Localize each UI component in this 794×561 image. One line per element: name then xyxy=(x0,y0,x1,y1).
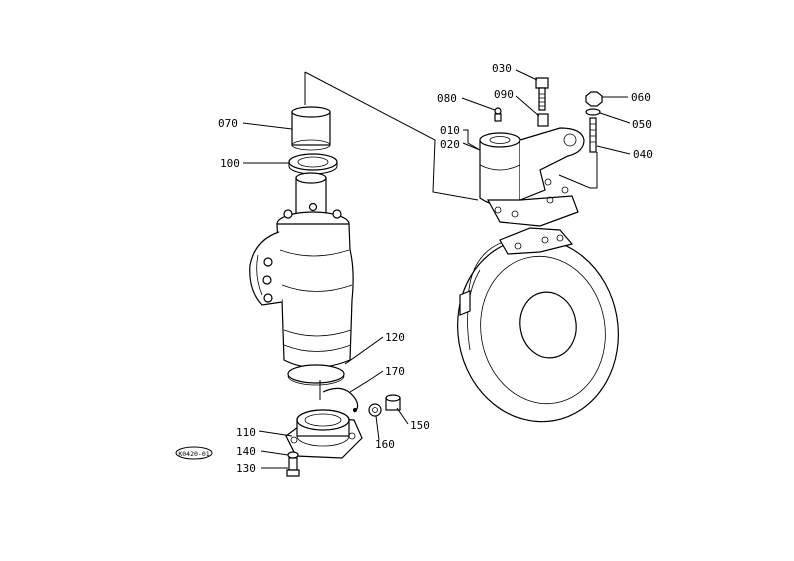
part-090-bushing xyxy=(537,113,549,127)
callout-060: 060 xyxy=(631,91,651,104)
callout-090: 090 xyxy=(494,88,514,101)
callout-160: 160 xyxy=(375,438,395,451)
callout-130: 130 xyxy=(236,462,256,475)
leader-lines xyxy=(242,69,631,469)
part-170-snap-ring xyxy=(322,387,359,413)
part-070-bushing xyxy=(291,106,331,151)
callout-120: 120 xyxy=(385,331,405,344)
part-120-o-ring xyxy=(287,364,345,384)
callout-140: 140 xyxy=(236,445,256,458)
callout-050: 050 xyxy=(632,118,652,131)
part-160-washer xyxy=(368,403,382,417)
gear-case xyxy=(457,227,619,423)
part-030-bolt xyxy=(535,77,549,111)
part-080-grease-fitting xyxy=(494,107,502,122)
callout-150: 150 xyxy=(410,419,430,432)
part-150-plug xyxy=(385,394,401,411)
part-100-seal xyxy=(288,153,338,175)
callout-020: 020 xyxy=(440,138,460,151)
figure-code-badge: K0420-01 xyxy=(175,446,213,460)
part-050-washer xyxy=(585,108,601,116)
part-110-cover xyxy=(285,409,363,459)
callout-010: 010 xyxy=(440,124,460,137)
callout-labels: 030 060 080 090 050 070 010 020 040 100 … xyxy=(218,62,653,475)
part-130-bolt xyxy=(286,457,300,477)
part-010-bracket xyxy=(479,127,585,227)
callout-170: 170 xyxy=(385,365,405,378)
steering-housing xyxy=(249,172,354,369)
part-040-stud xyxy=(589,117,597,153)
callout-110: 110 xyxy=(236,426,256,439)
callout-040: 040 xyxy=(633,148,653,161)
callout-070: 070 xyxy=(218,117,238,130)
callout-080: 080 xyxy=(437,92,457,105)
part-140-washer xyxy=(287,451,299,459)
callout-030: 030 xyxy=(492,62,512,75)
figure-code: K0420-01 xyxy=(178,450,209,458)
part-060-nut xyxy=(585,91,603,107)
callout-100: 100 xyxy=(220,157,240,170)
